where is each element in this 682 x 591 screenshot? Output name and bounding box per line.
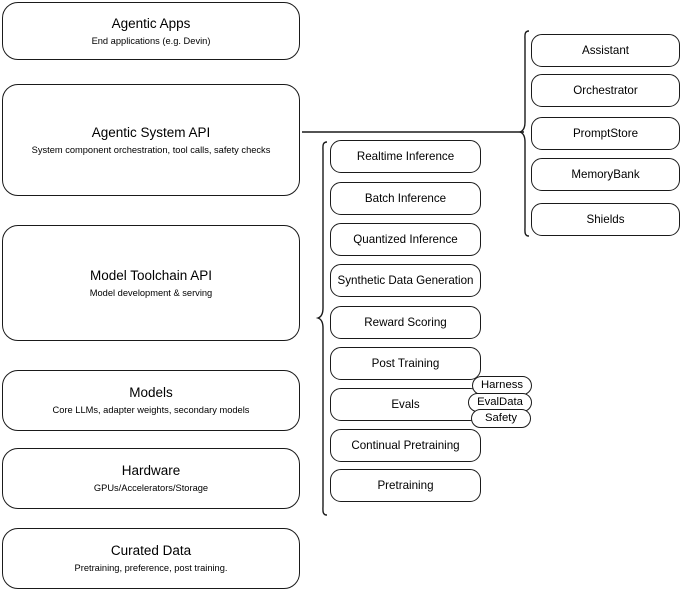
stack-layer-title: Agentic Apps — [111, 15, 191, 31]
agentic-component-label: MemoryBank — [571, 167, 640, 181]
stack-layer-subtitle: End applications (e.g. Devin) — [91, 35, 211, 46]
toolchain-component-reward-scoring[interactable]: Reward Scoring — [330, 306, 481, 339]
stack-layer-title: Models — [129, 385, 173, 400]
toolchain-component-label: Synthetic Data Generation — [337, 273, 474, 287]
stack-layer-title: Hardware — [121, 463, 181, 478]
toolchain-component-quantized-inference[interactable]: Quantized Inference — [330, 223, 481, 256]
stack-layer-title: Model Toolchain API — [89, 267, 213, 283]
evals-badge-safety[interactable]: Safety — [471, 409, 531, 428]
toolchain-component-label: Evals — [391, 397, 420, 411]
agentic-component-promptstore[interactable]: PromptStore — [531, 117, 680, 150]
evals-badge-label: Safety — [484, 412, 518, 424]
toolchain-component-label: Post Training — [371, 356, 440, 370]
toolchain-component-post-training[interactable]: Post Training — [330, 347, 481, 380]
agentic-component-assistant[interactable]: Assistant — [531, 34, 680, 67]
agentic-component-label: Assistant — [581, 43, 630, 57]
evals-badge-label: Harness — [480, 379, 524, 391]
toolchain-component-label: Realtime Inference — [356, 149, 455, 163]
brace-toolchain-components — [315, 141, 328, 516]
stack-layer-curated-data[interactable]: Curated Data Pretraining, preference, po… — [2, 528, 300, 589]
toolchain-component-continual-pretraining[interactable]: Continual Pretraining — [330, 429, 481, 462]
toolchain-component-synthetic-data-generation[interactable]: Synthetic Data Generation — [330, 264, 481, 297]
toolchain-component-evals[interactable]: Evals — [330, 388, 481, 421]
toolchain-component-label: Quantized Inference — [353, 232, 458, 246]
stack-layer-model-toolchain-api[interactable]: Model Toolchain API Model development & … — [2, 225, 300, 341]
toolchain-component-pretraining[interactable]: Pretraining — [330, 469, 481, 502]
agentic-component-memorybank[interactable]: MemoryBank — [531, 158, 680, 191]
toolchain-component-realtime-inference[interactable]: Realtime Inference — [330, 140, 481, 173]
agentic-component-orchestrator[interactable]: Orchestrator — [531, 74, 680, 107]
stack-layer-title: Curated Data — [110, 543, 192, 558]
toolchain-component-label: Reward Scoring — [364, 315, 447, 329]
agentic-component-label: PromptStore — [572, 126, 639, 140]
agentic-component-shields[interactable]: Shields — [531, 203, 680, 236]
stack-layer-subtitle: System component orchestration, tool cal… — [31, 144, 271, 155]
toolchain-component-label: Continual Pretraining — [351, 438, 460, 452]
evals-badge-label: EvalData — [477, 396, 523, 408]
brace-agentic-components — [517, 30, 530, 237]
stack-layer-subtitle: GPUs/Accelerators/Storage — [93, 483, 209, 493]
toolchain-component-label: Pretraining — [377, 478, 434, 492]
stack-layer-subtitle: Core LLMs, adapter weights, secondary mo… — [52, 405, 250, 415]
stack-layer-subtitle: Model development & serving — [89, 287, 213, 298]
stack-layer-subtitle: Pretraining, preference, post training. — [74, 563, 228, 573]
stack-layer-agentic-apps[interactable]: Agentic Apps End applications (e.g. Devi… — [2, 2, 300, 60]
agentic-component-label: Shields — [586, 212, 625, 226]
agentic-component-label: Orchestrator — [573, 83, 638, 97]
stack-layer-hardware[interactable]: Hardware GPUs/Accelerators/Storage — [2, 448, 300, 509]
stack-layer-models[interactable]: Models Core LLMs, adapter weights, secon… — [2, 370, 300, 431]
stack-layer-agentic-system-api[interactable]: Agentic System API System component orch… — [2, 84, 300, 196]
toolchain-component-batch-inference[interactable]: Batch Inference — [330, 182, 481, 215]
toolchain-component-label: Batch Inference — [364, 191, 447, 205]
stack-layer-title: Agentic System API — [91, 124, 211, 140]
